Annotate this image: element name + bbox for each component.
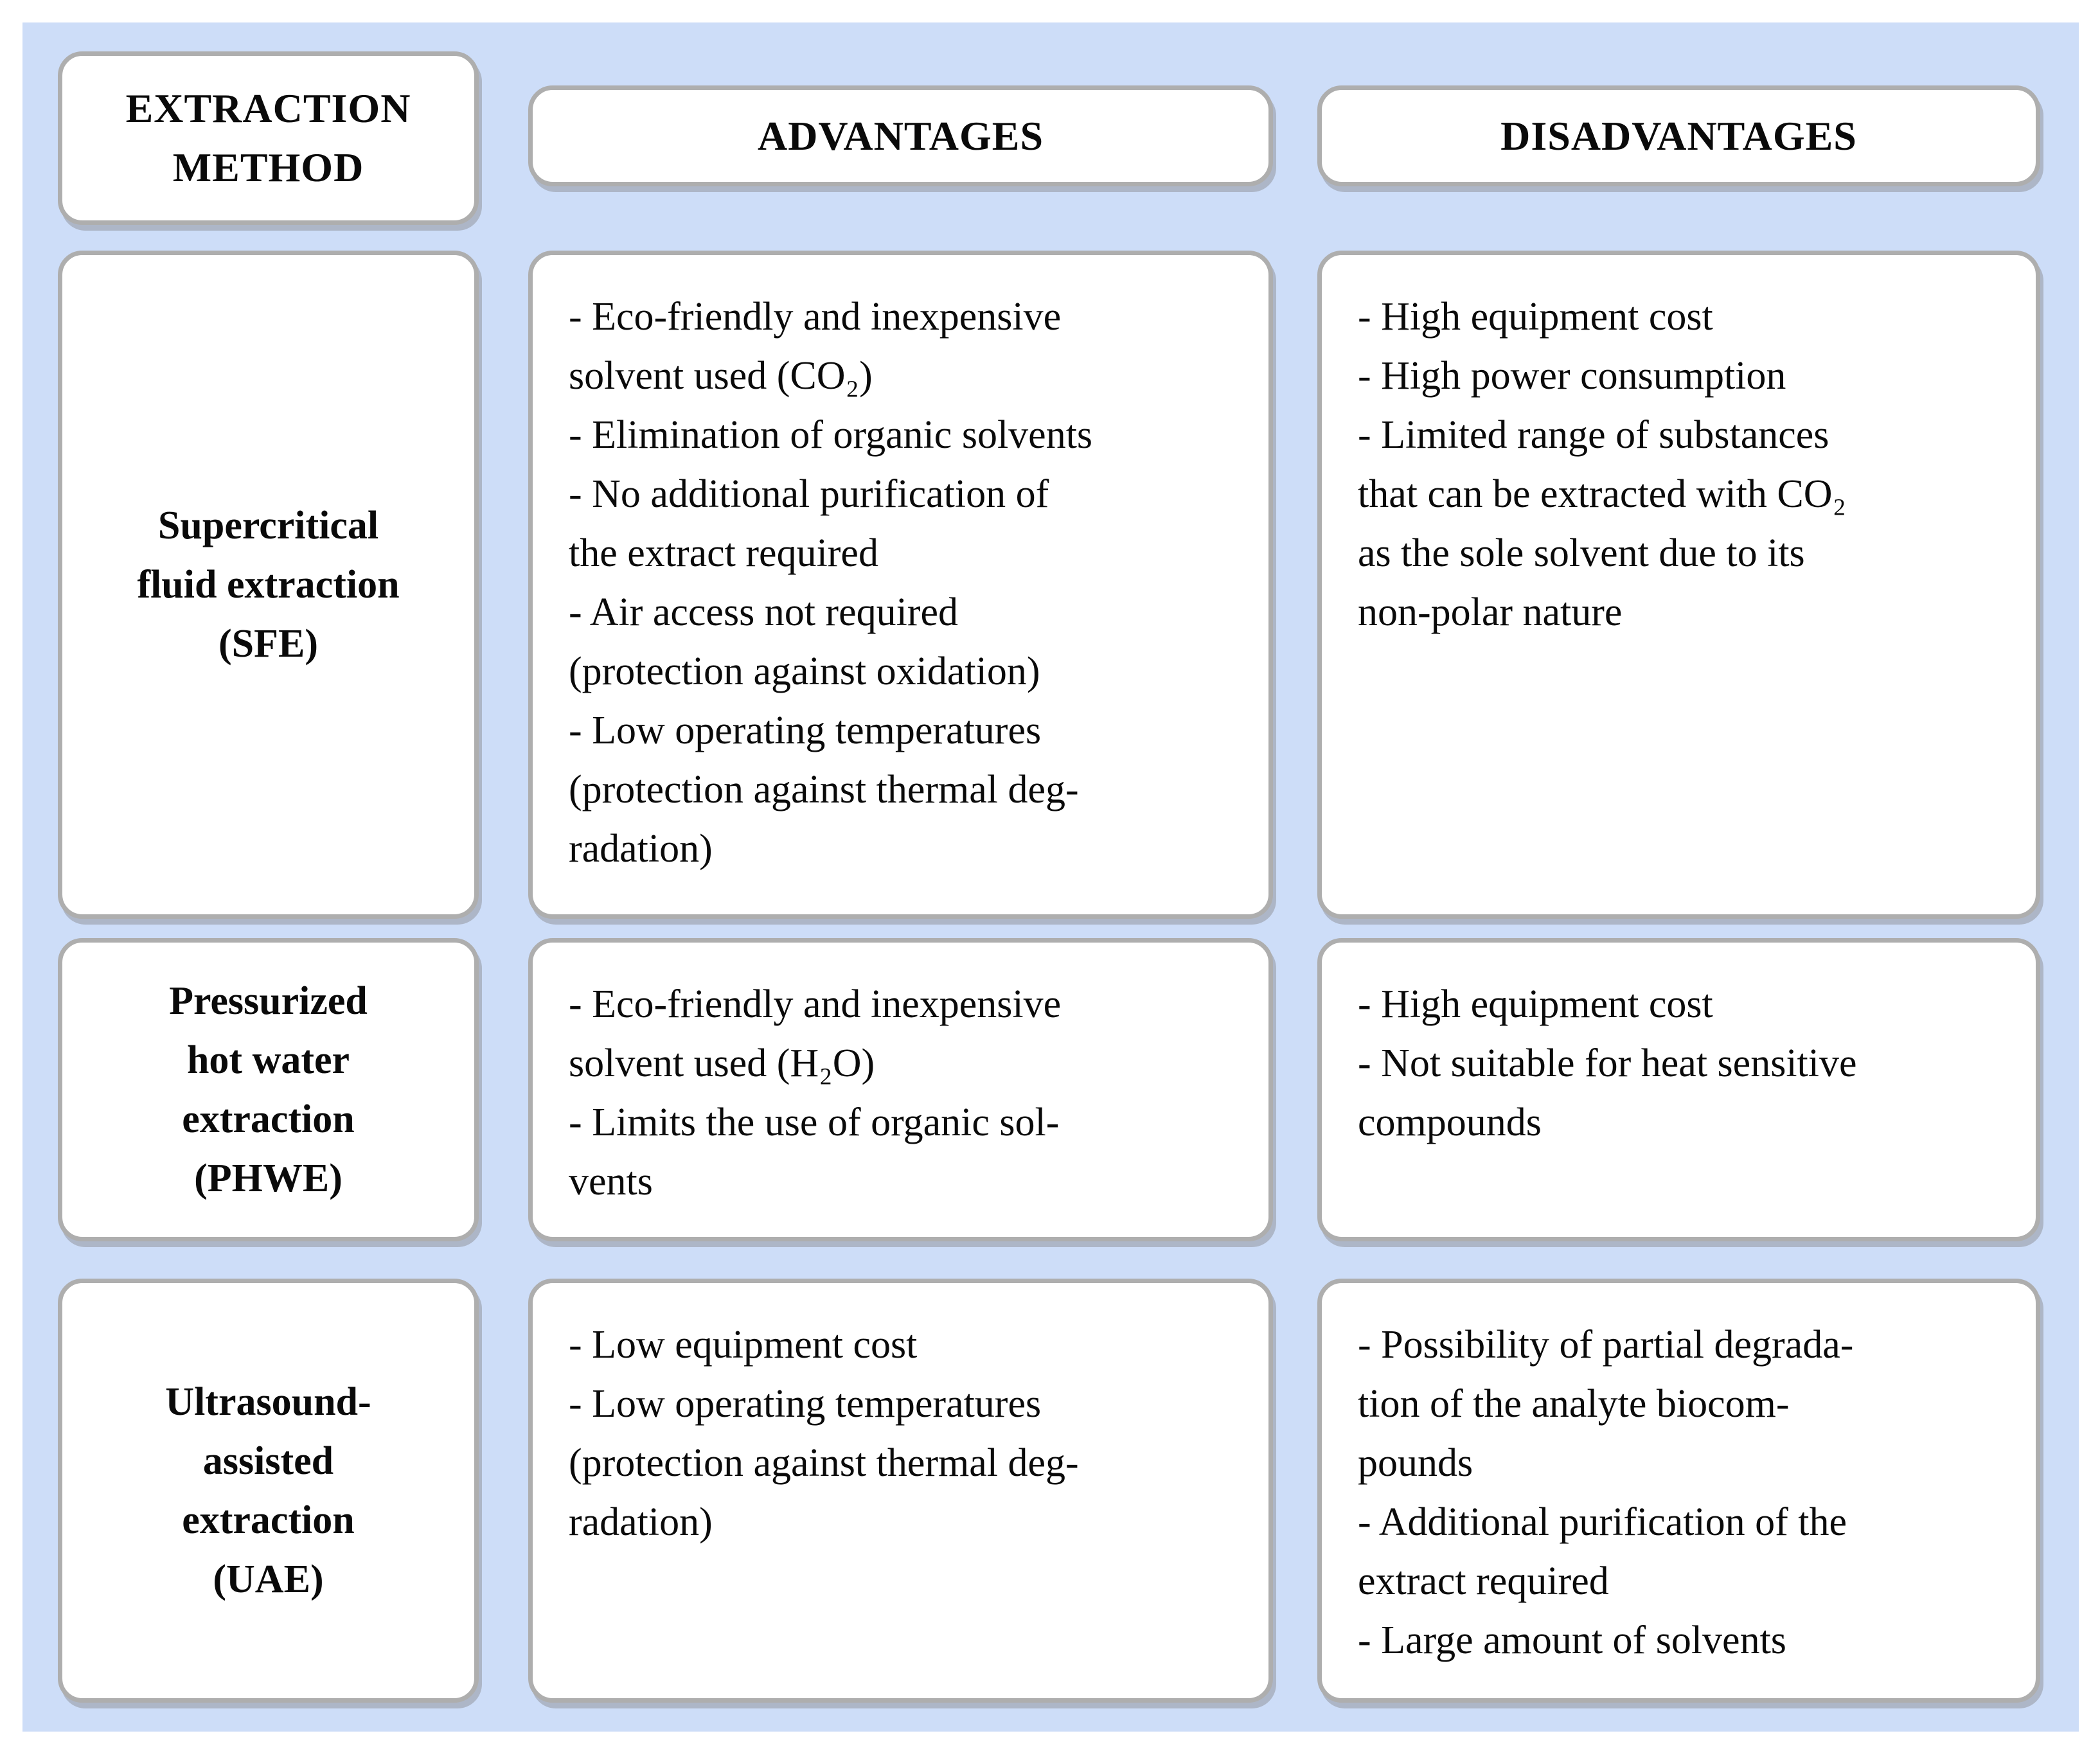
disadvantages-cell-uae: - Possibility of partial degrada- tion o… [1317, 1279, 2040, 1703]
bullet-item: - Air access not required (protection ag… [569, 590, 1040, 693]
advantages-cell-phwe: - Eco-friendly and inexpensive solvent u… [528, 938, 1273, 1241]
method-cell-phwe: Pressurized hot water extraction (PHWE) [58, 938, 479, 1241]
bullet-item: - Eco-friendly and inexpensive solvent u… [569, 295, 1062, 398]
bullet-item: - Limits the use of organic sol- vents [569, 1101, 1060, 1203]
bullet-item: - Large amount of solvents [1358, 1619, 1786, 1662]
column-header-disadvantages: DISADVANTAGES [1317, 85, 2040, 186]
bullet-item: - Low operating temperatures (protection… [569, 1382, 1079, 1544]
bullet-item: - Low equipment cost [569, 1323, 918, 1367]
method-cell-sfe: Supercritical fluid extraction (SFE) [58, 251, 479, 919]
bullet-item: - Possibility of partial degrada- tion o… [1358, 1323, 1854, 1485]
advantages-cell-uae: - Low equipment cost - Low operating tem… [528, 1279, 1273, 1703]
bullet-item: - Elimination of organic solvents [569, 413, 1093, 457]
bullet-item: - High equipment cost [1358, 982, 1713, 1026]
column-header-advantages: ADVANTAGES [528, 85, 1273, 186]
bullet-item: - Not suitable for heat sensitive compou… [1358, 1042, 1857, 1144]
disadvantages-cell-sfe: - High equipment cost - High power consu… [1317, 251, 2040, 919]
column-header-extraction-method: EXTRACTION METHOD [58, 51, 479, 225]
advantages-cell-sfe: - Eco-friendly and inexpensive solvent u… [528, 251, 1273, 919]
bullet-item: - Low operating temperatures (protection… [569, 709, 1079, 871]
bullet-item: - Eco-friendly and inexpensive solvent u… [569, 982, 1062, 1085]
method-cell-uae: Ultrasound- assisted extraction (UAE) [58, 1279, 479, 1703]
bullet-item: - High equipment cost [1358, 295, 1713, 339]
bullet-item: - High power consumption [1358, 354, 1786, 398]
bullet-item: - No additional purification of the extr… [569, 472, 1049, 575]
bullet-item: - Limited range of substances that can b… [1358, 413, 1847, 634]
disadvantages-cell-phwe: - High equipment cost - Not suitable for… [1317, 938, 2040, 1241]
bullet-item: - Additional purification of the extract… [1358, 1500, 1847, 1603]
